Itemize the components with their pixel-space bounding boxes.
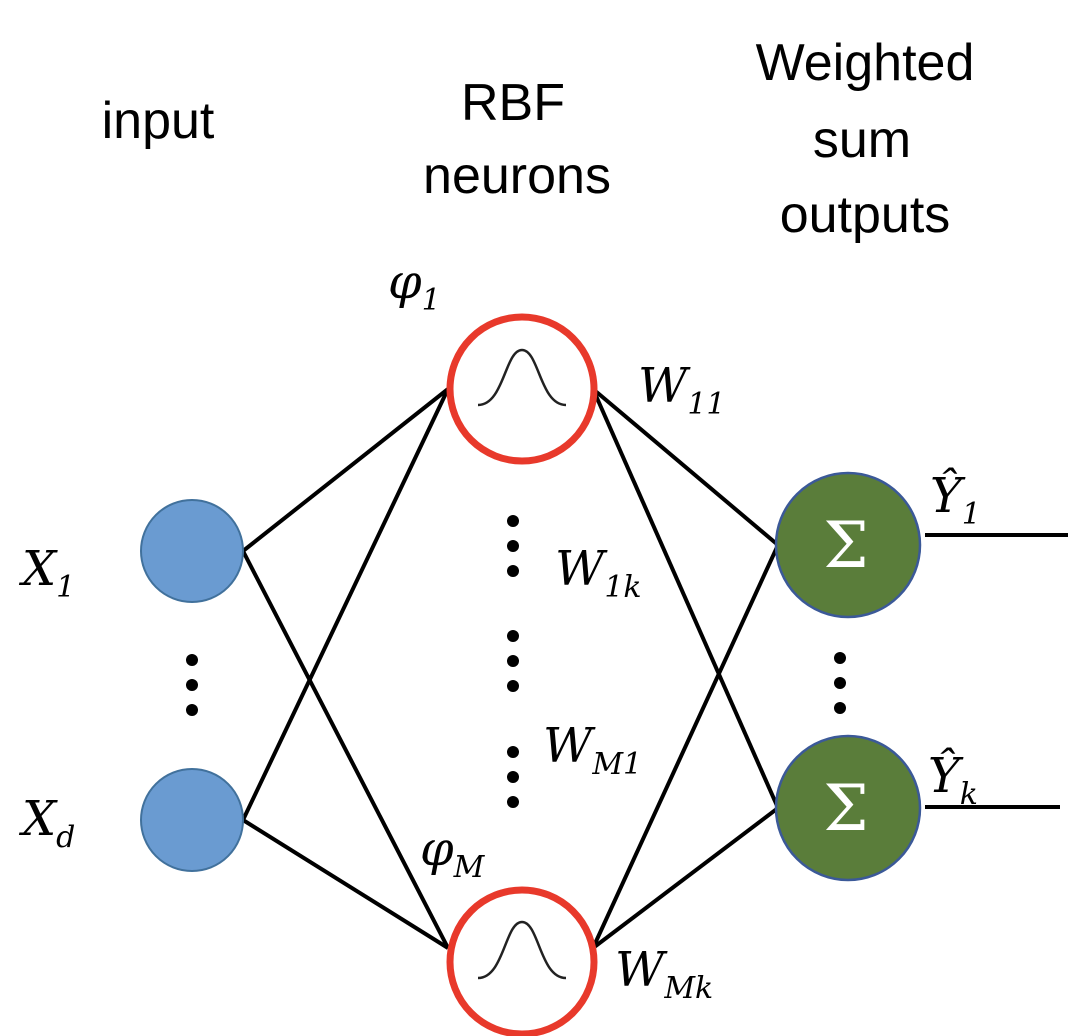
header-input: input — [102, 92, 215, 150]
ellipsis-inputs — [186, 654, 198, 716]
label-y1: Ŷ1 — [930, 466, 981, 532]
label-wM1: WM1 — [543, 718, 642, 782]
ellipsis-rbf-3 — [507, 746, 519, 808]
label-w11: W11 — [638, 358, 726, 422]
ellipsis-rbf-1 — [507, 515, 519, 577]
connections — [241, 387, 1068, 950]
rbf-node-phi1 — [446, 313, 598, 465]
sum-node-y1: Σ — [774, 471, 922, 619]
header-out-line3: outputs — [780, 186, 951, 244]
edge-phiM-yk — [591, 806, 780, 950]
sum-symbol: Σ — [823, 772, 868, 846]
label-xd: Xd — [18, 791, 75, 855]
label-phi1: φ1 — [388, 254, 441, 318]
ellipsis-rbf-2 — [507, 630, 519, 692]
header-out-line1: Weighted — [756, 34, 975, 92]
edge-phi1-yk — [591, 388, 780, 809]
input-node-x1 — [140, 499, 244, 603]
rbf-node-phiM — [446, 886, 598, 1036]
header-rbf-line1: RBF — [461, 74, 565, 132]
label-phiM: φM — [420, 821, 486, 885]
label-w1k: W1k — [555, 541, 642, 605]
sum-node-yk: Σ — [774, 734, 922, 882]
edge-xd-phiM — [241, 818, 450, 950]
gaussian-curve-icon — [477, 348, 567, 407]
edge-x1-phi1 — [241, 387, 450, 553]
edge-phiM-y1 — [591, 544, 780, 949]
edge-xd-phi1 — [241, 388, 450, 821]
edge-x1-phiM — [241, 550, 450, 949]
gaussian-curve-icon — [477, 920, 567, 980]
label-yk: Ŷk — [928, 746, 978, 812]
label-x1: X1 — [18, 541, 75, 605]
sum-symbol: Σ — [823, 509, 868, 583]
header-rbf-line2: neurons — [423, 147, 611, 205]
edge-phi1-y1 — [591, 387, 780, 547]
input-node-xd — [140, 768, 244, 872]
label-wMk: WMk — [615, 942, 713, 1006]
header-out-line2: sum — [813, 111, 911, 169]
ellipsis-outputs — [834, 652, 846, 714]
